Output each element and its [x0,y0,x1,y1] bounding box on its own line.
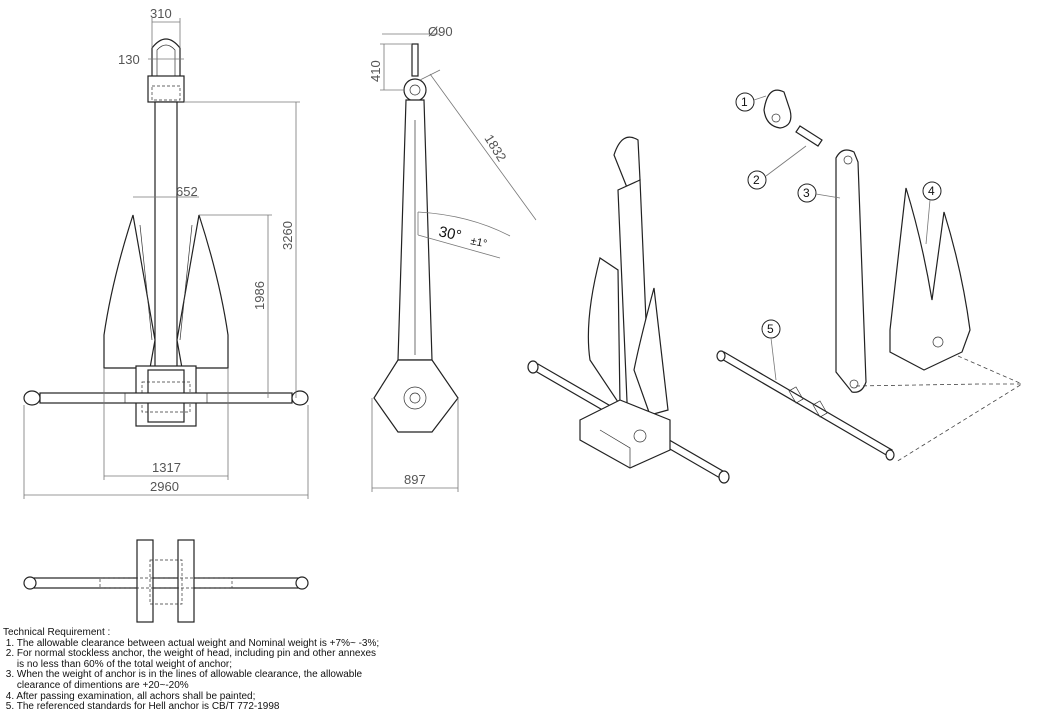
exploded-view [716,89,1024,463]
top-view [23,539,309,623]
dim-head-width: 310 [150,6,172,21]
dim-fluke-angle: 30° [437,223,463,244]
dim-head-height: 410 [368,60,383,82]
technical-requirement-line: 5. The referenced standards for Hell anc… [3,701,280,713]
technical-requirement-line: is no less than 60% of the total weight … [3,658,233,670]
dim-shank-length: 1832 [481,132,509,164]
callout-4-number: 4 [928,184,935,198]
dim-fluke-height: 1986 [252,281,267,310]
technical-requirement-line: 4. After passing examination, all achors… [3,690,256,702]
dim-fluke-span: 652 [176,184,198,199]
dim-total-height: 3260 [280,221,295,250]
callout-1: 1 [735,92,767,112]
fluke-head-icon [889,187,971,371]
iso-assembled-view [527,136,730,484]
dim-fluke-angle-tol: ±1° [469,235,488,250]
dim-pin-dia: Ø90 [428,24,453,39]
pin-icon [795,125,823,147]
front-view: 310 130 652 3260 1986 1317 2960 [23,6,309,499]
dim-side-width: 897 [404,472,426,487]
shank-icon [835,149,867,393]
shackle-icon [763,89,792,129]
dim-head-lug: 130 [118,52,140,67]
callout-2: 2 [747,145,807,190]
side-view: Ø90 410 1832 30° ±1° 897 [368,24,537,492]
callout-3-number: 3 [803,186,810,200]
stock-icon [719,351,893,457]
technical-requirement-line: 2. For normal stockless anchor, the weig… [3,648,377,660]
callout-1-number: 1 [741,95,748,109]
callout-5: 5 [761,319,781,381]
callout-3: 3 [797,183,841,203]
dim-stock-length: 2960 [150,479,179,494]
technical-requirement: Technical Requirement : 1. The allowable… [3,627,473,713]
technical-requirement-line: 3. When the weight of anchor is in the l… [3,669,363,681]
callout-5-number: 5 [767,322,774,336]
technical-requirement-line: 1. The allowable clearance between actua… [3,637,380,649]
technical-requirement-title: Technical Requirement : [3,627,111,638]
callout-4: 4 [922,181,942,245]
technical-requirement-line: clearance of dimentions are +20~-20% [3,679,189,691]
dim-crown-width: 1317 [152,460,181,475]
callout-2-number: 2 [753,173,760,187]
